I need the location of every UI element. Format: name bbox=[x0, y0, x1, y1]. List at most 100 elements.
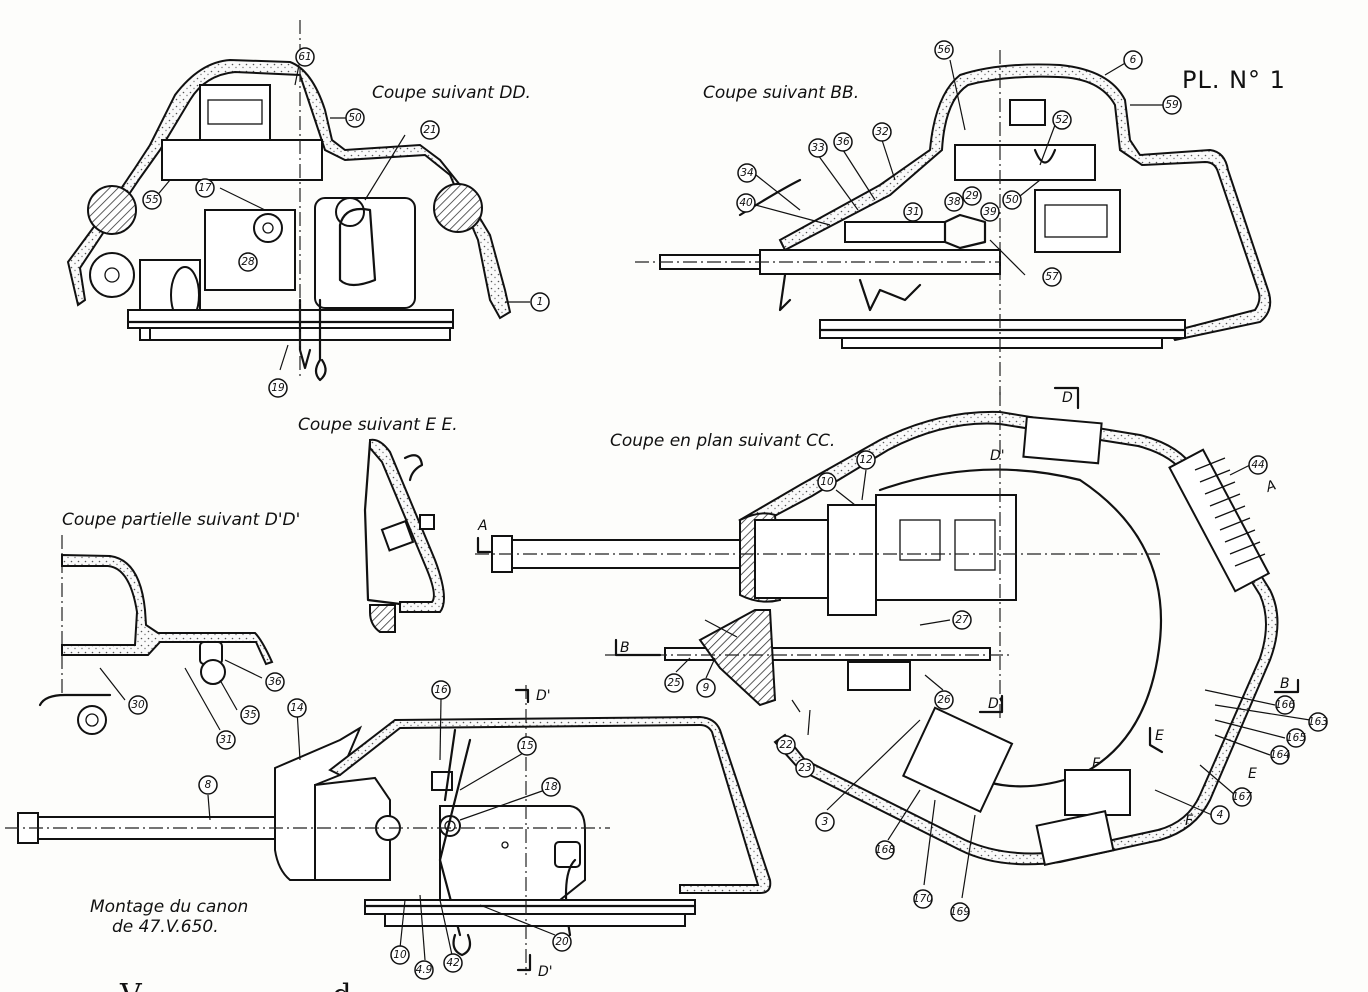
svg-text:31: 31 bbox=[906, 206, 919, 218]
callout-39: 39 bbox=[980, 202, 1000, 222]
svg-text:44: 44 bbox=[1251, 459, 1264, 471]
callout-38: 38 bbox=[944, 192, 964, 212]
svg-text:3: 3 bbox=[822, 816, 829, 828]
callout-21: 21 bbox=[420, 120, 440, 140]
callout-19: 19 bbox=[268, 378, 288, 398]
svg-text:9: 9 bbox=[703, 682, 710, 694]
cupola-block bbox=[954, 144, 1096, 181]
svg-text:25: 25 bbox=[667, 677, 681, 689]
section-bb-view: Coupe suivant BB. 56 6 bbox=[635, 40, 1272, 395]
callout-17: 17 bbox=[195, 178, 215, 198]
callout-35: 35 bbox=[240, 705, 260, 725]
svg-text:59: 59 bbox=[1165, 99, 1179, 111]
svg-text:22: 22 bbox=[779, 739, 793, 751]
callout-163: 163 bbox=[1308, 712, 1328, 732]
svg-text:21: 21 bbox=[423, 124, 436, 136]
roof-block bbox=[161, 139, 323, 181]
section-marker-a-right: A bbox=[1263, 477, 1278, 496]
turret-ring-dd bbox=[127, 309, 454, 329]
svg-text:165: 165 bbox=[1286, 732, 1306, 744]
svg-text:10: 10 bbox=[820, 476, 834, 488]
callout-59: 59 bbox=[1162, 95, 1182, 115]
svg-text:18: 18 bbox=[544, 781, 558, 793]
svg-text:10: 10 bbox=[393, 949, 407, 961]
svg-text:32: 32 bbox=[875, 126, 889, 138]
callout-22: 22 bbox=[776, 735, 796, 755]
vision-port-right bbox=[433, 183, 483, 233]
section-marker-d-prime-gun-bottom: D' bbox=[538, 964, 553, 980]
callout-25: 25 bbox=[664, 673, 684, 693]
callout-29: 29 bbox=[962, 186, 982, 206]
svg-text:36: 36 bbox=[268, 676, 282, 688]
section-marker-e-left: E bbox=[1155, 728, 1164, 744]
svg-text:8: 8 bbox=[205, 779, 212, 791]
callout-10-gun: 10 bbox=[390, 945, 410, 965]
svg-text:23: 23 bbox=[798, 762, 811, 774]
callout-10: 10 bbox=[817, 472, 837, 492]
callout-18: 18 bbox=[541, 777, 561, 797]
callout-36-partial: 36 bbox=[265, 672, 285, 692]
svg-text:4.9: 4.9 bbox=[416, 964, 433, 976]
callout-40: 40 bbox=[736, 193, 756, 213]
svg-text:19: 19 bbox=[271, 382, 285, 394]
callout-50: 50 bbox=[345, 108, 365, 128]
section-marker-d-prime-top: D' bbox=[990, 448, 1005, 464]
svg-text:16: 16 bbox=[434, 684, 448, 696]
callout-33: 33 bbox=[808, 138, 828, 158]
callout-34: 34 bbox=[737, 163, 757, 183]
gun-mount-caption-line1: Montage du canon bbox=[90, 897, 248, 917]
gun-mount-hull bbox=[328, 715, 772, 894]
breech-housing bbox=[439, 805, 586, 901]
section-dd-view: Coupe suivant DD. bbox=[66, 20, 550, 398]
sight-tube bbox=[844, 221, 946, 243]
callout-165: 165 bbox=[1286, 728, 1306, 748]
svg-text:29: 29 bbox=[965, 190, 979, 202]
ammo-rack bbox=[1064, 769, 1131, 816]
svg-text:42: 42 bbox=[446, 957, 460, 969]
section-marker-d-prime-bottom: D' bbox=[988, 696, 1003, 712]
callout-55: 55 bbox=[142, 190, 162, 210]
radio-box bbox=[901, 706, 1014, 814]
callout-23: 23 bbox=[795, 758, 815, 778]
svg-text:56: 56 bbox=[937, 44, 951, 56]
svg-text:50: 50 bbox=[348, 112, 362, 124]
section-dd-title: Coupe suivant DD. bbox=[372, 83, 531, 103]
svg-text:33: 33 bbox=[811, 142, 824, 154]
callout-168: 168 bbox=[875, 840, 895, 860]
callout-61: 61 bbox=[295, 47, 315, 67]
handwheel-left bbox=[89, 252, 135, 298]
section-marker-f-right: F bbox=[1185, 813, 1194, 829]
section-bb-title: Coupe suivant BB. bbox=[703, 83, 859, 103]
svg-text:52: 52 bbox=[1055, 114, 1069, 126]
sight-housing bbox=[199, 84, 271, 141]
svg-text:31: 31 bbox=[219, 734, 232, 746]
section-ee-title: Coupe suivant E E. bbox=[298, 415, 458, 435]
svg-text:14: 14 bbox=[290, 702, 303, 714]
callout-166: 166 bbox=[1275, 695, 1295, 715]
svg-text:40: 40 bbox=[739, 197, 753, 209]
callout-42: 42 bbox=[443, 953, 463, 973]
svg-text:163: 163 bbox=[1308, 716, 1328, 728]
svg-text:1: 1 bbox=[537, 296, 544, 308]
callout-12: 12 bbox=[856, 450, 876, 470]
callout-167: 167 bbox=[1232, 787, 1252, 807]
svg-text:26: 26 bbox=[937, 694, 951, 706]
traverse-knob bbox=[253, 213, 283, 243]
callout-31-partial: 31 bbox=[216, 730, 236, 750]
svg-text:50: 50 bbox=[1005, 194, 1019, 206]
callout-52: 52 bbox=[1052, 110, 1072, 130]
callout-170: 170 bbox=[913, 889, 933, 909]
turret-armor-outline-bb bbox=[778, 63, 1272, 342]
svg-text:36: 36 bbox=[836, 136, 850, 148]
section-ee-profile bbox=[369, 438, 445, 613]
svg-text:12: 12 bbox=[859, 454, 873, 466]
footer-text-fragment: V d bbox=[119, 978, 352, 992]
svg-text:17: 17 bbox=[198, 182, 212, 194]
recoil-housing bbox=[314, 197, 416, 309]
svg-text:34: 34 bbox=[740, 167, 753, 179]
vision-port-left bbox=[87, 185, 137, 235]
section-marker-b-left: B bbox=[620, 640, 630, 656]
callout-4-9: 4.9 bbox=[414, 960, 434, 980]
trunnion-block bbox=[827, 504, 877, 616]
svg-text:55: 55 bbox=[145, 194, 159, 206]
